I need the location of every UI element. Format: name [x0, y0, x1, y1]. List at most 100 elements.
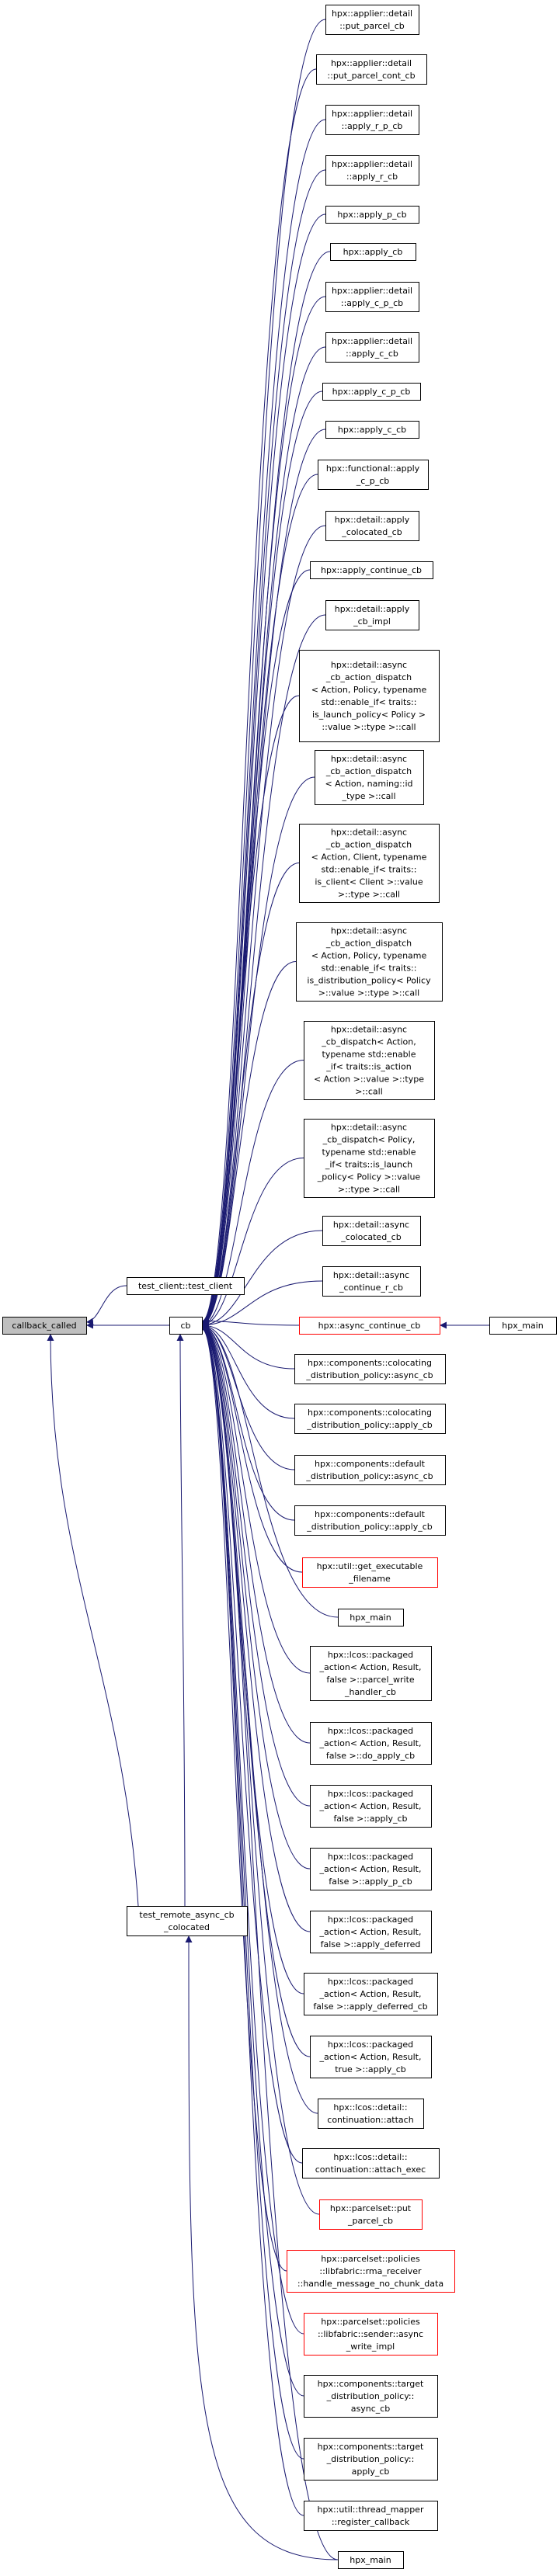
- node-label-line: hpx::applier::detail: [332, 159, 412, 169]
- node-async-cb-dispatch-policy[interactable]: hpx::detail::async_cb_dispatch< Policy,t…: [304, 1119, 435, 1198]
- node-apply-continue-cb[interactable]: hpx::apply_continue_cb: [310, 561, 433, 579]
- node-box: [2, 1317, 87, 1335]
- node-apply-c-p-cb[interactable]: hpx::apply_c_p_cb: [322, 383, 421, 401]
- node-target-async-cb[interactable]: hpx::components::target_distribution_pol…: [304, 2375, 438, 2418]
- node-label-line: hpx::detail::async: [331, 660, 407, 670]
- node-label-line: hpx::components::default: [315, 1509, 426, 1519]
- node-box: [325, 511, 419, 541]
- node-box: [325, 282, 419, 312]
- node-packaged-apply-cb[interactable]: hpx::lcos::packaged_action< Action, Resu…: [310, 1785, 432, 1828]
- node-default-async-cb[interactable]: hpx::components::default_distribution_po…: [294, 1455, 446, 1485]
- node-box: [325, 600, 419, 630]
- node-label-line: hpx::applier::detail: [332, 9, 412, 19]
- node-test-client-test-client[interactable]: test_client::test_client: [127, 1277, 245, 1295]
- node-continuation-attach-exec[interactable]: hpx::lcos::detail::continuation::attach_…: [302, 2148, 440, 2178]
- node-hpx-main-right[interactable]: hpx_main: [489, 1317, 557, 1335]
- node-async-colocated-cb[interactable]: hpx::detail::async_colocated_cb: [322, 1216, 421, 1246]
- node-detail-apply-c-cb[interactable]: hpx::applier::detail::apply_c_cb: [325, 332, 419, 363]
- node-test-remote-async-cb-colocated[interactable]: test_remote_async_cb_colocated: [127, 1906, 248, 1936]
- edge-hpx_async_continue_cb-to-cb: [201, 1317, 300, 1326]
- node-packaged-true-apply-cb[interactable]: hpx::lcos::packaged_action< Action, Resu…: [310, 2036, 432, 2078]
- edge-test-remote-to-callback-called: [47, 1333, 139, 1907]
- node-sender-async-write-impl[interactable]: hpx::parcelset::policies::libfabric::sen…: [304, 2313, 438, 2356]
- node-label-line: hpx::lcos::packaged: [328, 1789, 413, 1799]
- node-async-cb-dispatch-action[interactable]: hpx::detail::async_cb_dispatch< Action,t…: [304, 1021, 435, 1100]
- node-box: [338, 2551, 404, 2569]
- node-detail-apply-cb-impl[interactable]: hpx::detail::apply_cb_impl: [325, 600, 419, 630]
- node-label-line: false >::apply_cb: [333, 1814, 407, 1824]
- node-apply-c-cb[interactable]: hpx::apply_c_cb: [325, 421, 419, 439]
- node-packaged-apply-deferred[interactable]: hpx::lcos::packaged_action< Action, Resu…: [310, 1911, 432, 1953]
- edge-detail_apply_colocated_cb-to-cb: [201, 525, 326, 1327]
- node-target-apply-cb[interactable]: hpx::components::target_distribution_pol…: [304, 2438, 438, 2481]
- node-hpx-main-bottom[interactable]: hpx_main: [338, 2551, 404, 2569]
- node-colocating-apply-cb[interactable]: hpx::components::colocating_distribution…: [294, 1404, 446, 1434]
- node-box: [310, 1646, 432, 1701]
- node-label-line: ::libfabric::rma_receiver: [319, 2266, 422, 2276]
- node-box: [489, 1317, 557, 1335]
- node-label-line: hpx::applier::detail: [332, 109, 412, 119]
- node-label-line: _policy< Policy >::value: [317, 1172, 421, 1182]
- node-apply-cb[interactable]: hpx::apply_cb: [330, 243, 416, 261]
- node-box: [325, 155, 419, 186]
- node-label-line: hpx::applier::detail: [332, 286, 412, 296]
- node-apply-r-cb[interactable]: hpx::applier::detail::apply_r_cb: [325, 155, 419, 186]
- node-async-cb-action-dispatch-distribution[interactable]: hpx::detail::async_cb_action_dispatch< A…: [296, 922, 443, 1002]
- node-label-line: hpx::parcelset::policies: [321, 2254, 420, 2264]
- node-box: [127, 1277, 245, 1295]
- node-label-line: hpx::components::default: [315, 1459, 426, 1469]
- node-box: [294, 1354, 446, 1384]
- node-hpx-main-mid[interactable]: hpx_main: [338, 1609, 404, 1626]
- edge-async_continue_r_cb-to-cb: [201, 1280, 323, 1329]
- node-colocating-async-cb[interactable]: hpx::components::colocating_distribution…: [294, 1354, 446, 1384]
- node-apply-r-p-cb[interactable]: hpx::applier::detail::apply_r_p_cb: [325, 105, 419, 135]
- node-put-parcel-cont-cb[interactable]: hpx::applier::detail::put_parcel_cont_cb: [316, 54, 427, 85]
- node-box: [304, 1119, 435, 1198]
- node-parcelset-put-parcel-cb[interactable]: hpx::parcelset::put_parcel_cb: [319, 2199, 423, 2230]
- node-box: [310, 1911, 432, 1953]
- edge-colocating_apply_cb-to-cb: [201, 1321, 295, 1419]
- node-label-line: _action< Action, Result,: [318, 1927, 421, 1937]
- node-box: [318, 460, 429, 490]
- node-thread-mapper-register-callback[interactable]: hpx::util::thread_mapper::register_callb…: [304, 2501, 438, 2531]
- node-get-executable-filename[interactable]: hpx::util::get_executable_filename: [302, 1557, 438, 1588]
- node-box: [322, 1216, 421, 1246]
- node-box: [299, 824, 440, 903]
- node-label-line: continuation::attach: [327, 2115, 413, 2125]
- node-detail-apply-c-p-cb[interactable]: hpx::applier::detail::apply_c_p_cb: [325, 282, 419, 312]
- node-label-line: false >::apply_deferred: [321, 1939, 421, 1949]
- node-packaged-apply-deferred-cb[interactable]: hpx::lcos::packaged_action< Action, Resu…: [304, 1973, 438, 2015]
- node-label-line: ::libfabric::sender::async: [318, 2329, 423, 2339]
- node-continuation-attach[interactable]: hpx::lcos::detail::continuation::attach: [318, 2099, 424, 2129]
- node-async-continue-r-cb[interactable]: hpx::detail::async_continue_r_cb: [322, 1266, 421, 1297]
- node-put-parcel-cb[interactable]: hpx::applier::detail::put_parcel_cb: [325, 5, 419, 35]
- node-detail-apply-colocated-cb[interactable]: hpx::detail::apply_colocated_cb: [325, 511, 419, 541]
- node-packaged-apply-p-cb[interactable]: hpx::lcos::packaged_action< Action, Resu…: [310, 1848, 432, 1890]
- node-async-cb-action-dispatch-client[interactable]: hpx::detail::async_cb_action_dispatch< A…: [299, 824, 440, 903]
- node-rma-receiver-handle-message[interactable]: hpx::parcelset::policies::libfabric::rma…: [287, 2250, 455, 2293]
- node-default-apply-cb[interactable]: hpx::components::default_distribution_po…: [294, 1505, 446, 1536]
- node-hpx-async-continue-cb[interactable]: hpx::async_continue_cb: [299, 1317, 440, 1335]
- node-label-line: hpx::detail::async: [331, 926, 407, 936]
- node-async-cb-action-dispatch-naming[interactable]: hpx::detail::async_cb_action_dispatch< A…: [315, 750, 424, 805]
- node-apply-p-cb[interactable]: hpx::apply_p_cb: [325, 206, 419, 224]
- node-callback-called[interactable]: callback_called: [2, 1317, 87, 1335]
- node-packaged-do-apply-cb[interactable]: hpx::lcos::packaged_action< Action, Resu…: [310, 1722, 432, 1765]
- node-label-line: hpx::lcos::detail::: [333, 2152, 407, 2162]
- node-box: [287, 2250, 455, 2293]
- edge-colocating_async_cb-to-cb: [201, 1321, 295, 1370]
- node-label-line: _distribution_policy::async_cb: [305, 1471, 433, 1481]
- node-label-line: hpx_main: [350, 2555, 391, 2565]
- node-box: [316, 54, 427, 85]
- node-label-line: < Action, naming::id: [325, 779, 412, 789]
- node-label-line: _cb_action_dispatch: [325, 840, 412, 850]
- node-label-line: hpx::apply_c_p_cb: [332, 387, 411, 397]
- node-label-line: hpx_main: [502, 1321, 543, 1331]
- node-packaged-parcel-write-handler-cb[interactable]: hpx::lcos::packaged_action< Action, Resu…: [310, 1646, 432, 1701]
- node-label-line: < Action >::value >::type: [314, 1074, 424, 1085]
- node-functional-apply-c-p-cb[interactable]: hpx::functional::apply_c_p_cb: [318, 460, 429, 490]
- node-cb[interactable]: cb: [169, 1317, 203, 1335]
- edge-rma_receiver_handle_message-to-cb: [201, 1324, 287, 2272]
- node-async-cb-action-dispatch-launch[interactable]: hpx::detail::async_cb_action_dispatch< A…: [299, 650, 440, 742]
- node-box: [304, 2438, 438, 2481]
